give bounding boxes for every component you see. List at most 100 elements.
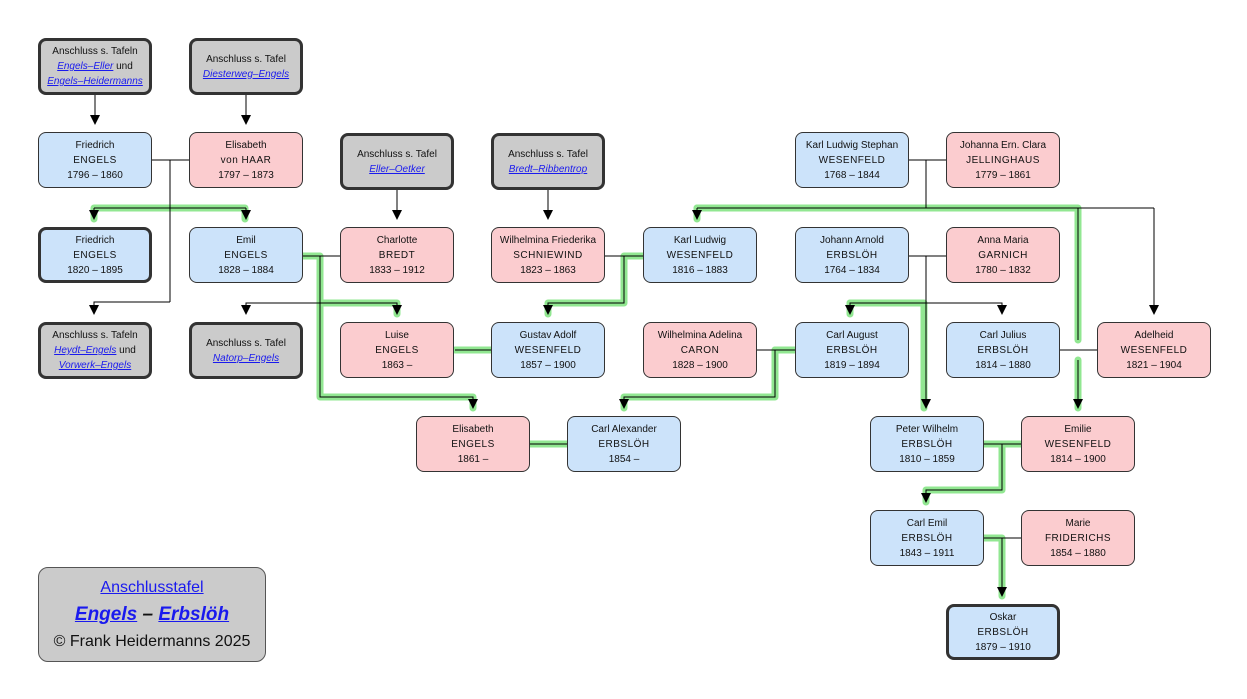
- link-engels-eller[interactable]: Engels–Eller: [57, 61, 114, 72]
- legend-copyright: © Frank Heidermanns 2025: [53, 633, 251, 650]
- person-carl-august-erbsloeh: Carl August ERBSLÖH 1819 – 1894: [795, 322, 909, 378]
- person-johann-arnold-erbsloeh: Johann Arnold ERBSLÖH 1764 – 1834: [795, 227, 909, 283]
- life-dates: 1810 – 1859: [899, 453, 955, 465]
- life-dates: 1821 – 1904: [1126, 359, 1182, 371]
- given-name: Wilhelmina Adelina: [657, 329, 743, 341]
- given-name: Marie: [1065, 517, 1091, 529]
- and-text: und: [116, 61, 133, 72]
- given-name: Wilhelmina Friederika: [499, 234, 597, 246]
- given-name: Adelheid: [1134, 329, 1174, 341]
- link-vorwerk-engels[interactable]: Vorwerk–Engels: [58, 360, 132, 371]
- life-dates: 1816 – 1883: [672, 264, 728, 276]
- life-dates: 1857 – 1900: [520, 359, 576, 371]
- life-dates: 1797 – 1873: [218, 169, 274, 181]
- surname: GARNICH: [978, 249, 1028, 261]
- person-carl-julius-erbsloeh: Carl Julius ERBSLÖH 1814 – 1880: [946, 322, 1060, 378]
- reference-prefix: Anschluss s. Tafel: [206, 53, 286, 65]
- reference-prefix: Anschluss s. Tafeln: [52, 46, 138, 57]
- link-natorp-engels[interactable]: Natorp–Engels: [212, 352, 280, 364]
- life-dates: 1879 – 1910: [975, 641, 1031, 653]
- life-dates: 1768 – 1844: [824, 169, 880, 181]
- child-arrow: [320, 302, 402, 315]
- person-elisabeth-von-haar: Elisabeth von HAAR 1797 – 1873: [189, 132, 303, 188]
- legend-dash: –: [142, 604, 154, 625]
- link-bredt-ribbentrop[interactable]: Bredt–Ribbentrop: [508, 163, 588, 175]
- surname: ERBSLÖH: [826, 344, 878, 356]
- person-luise-engels: Luise ENGELS 1863 –: [340, 322, 454, 378]
- person-emil-engels: Emil ENGELS 1828 – 1884: [189, 227, 303, 283]
- reference-prefix: Anschluss s. Tafeln: [52, 330, 138, 341]
- given-name: Oskar: [989, 611, 1017, 623]
- surname: WESENFELD: [514, 344, 582, 356]
- life-dates: 1833 – 1912: [369, 264, 425, 276]
- given-name: Johann Arnold: [820, 234, 884, 246]
- life-dates: 1861 –: [457, 453, 489, 465]
- given-name: Karl Ludwig: [673, 234, 727, 246]
- given-name: Carl August: [826, 329, 878, 341]
- surname: WESENFELD: [1044, 438, 1112, 450]
- person-karl-ludwig-stephan-wesenfeld: Karl Ludwig Stephan WESENFELD 1768 – 184…: [795, 132, 909, 188]
- life-dates: 1779 – 1861: [975, 169, 1031, 181]
- child-arrow: [89, 301, 170, 315]
- and-text: und: [119, 345, 136, 356]
- link-eller-oetker[interactable]: Eller–Oetker: [369, 163, 425, 175]
- life-dates: 1819 – 1894: [824, 359, 880, 371]
- surname: ENGELS: [375, 344, 419, 356]
- given-name: Luise: [385, 329, 409, 341]
- surname: ENGELS: [224, 249, 268, 261]
- person-adelheid-wesenfeld: Adelheid WESENFELD 1821 – 1904: [1097, 322, 1211, 378]
- person-elisabeth-engels-1861: Elisabeth ENGELS 1861 –: [416, 416, 530, 472]
- person-oskar-erbsloeh: Oskar ERBSLÖH 1879 – 1910: [946, 604, 1060, 660]
- given-name: Anna Maria: [977, 234, 1029, 246]
- legend-link-erbsloeh[interactable]: Erbslöh: [158, 604, 230, 625]
- child-arrow: [845, 302, 926, 315]
- surname: SCHNIEWIND: [513, 249, 583, 261]
- person-carl-alexander-erbsloeh: Carl Alexander ERBSLÖH 1854 –: [567, 416, 681, 472]
- surname: FRIDERICHS: [1044, 532, 1112, 544]
- given-name: Carl Emil: [906, 517, 948, 529]
- life-dates: 1863 –: [381, 359, 413, 371]
- reference-box-engels-eller: Anschluss s. Tafeln Engels–Eller und Eng…: [38, 38, 152, 95]
- person-johanna-jellinghaus: Johanna Ern. Clara JELLINGHAUS 1779 – 18…: [946, 132, 1060, 188]
- reference-box-heydt: Anschluss s. Tafeln Heydt–Engels und Vor…: [38, 322, 152, 379]
- person-emilie-wesenfeld: Emilie WESENFELD 1814 – 1900: [1021, 416, 1135, 472]
- child-arrow: [241, 302, 320, 315]
- link-engels-heidermanns[interactable]: Engels–Heidermanns: [47, 76, 143, 87]
- given-name: Emilie: [1064, 423, 1092, 435]
- person-wilhelmina-caron: Wilhelmina Adelina CARON 1828 – 1900: [643, 322, 757, 378]
- life-dates: 1820 – 1895: [67, 264, 123, 276]
- link-diesterweg-engels[interactable]: Diesterweg–Engels: [202, 68, 290, 80]
- surname: ENGELS: [451, 438, 495, 450]
- surname: ERBSLÖH: [901, 438, 953, 450]
- person-wilhelmina-schniewind: Wilhelmina Friederika SCHNIEWIND 1823 – …: [491, 227, 605, 283]
- person-karl-ludwig-wesenfeld: Karl Ludwig WESENFELD 1816 – 1883: [643, 227, 757, 283]
- life-dates: 1854 –: [608, 453, 640, 465]
- legend-box: Anschlusstafel Engels – Erbslöh © Frank …: [38, 567, 266, 662]
- person-anna-maria-garnich: Anna Maria GARNICH 1780 – 1832: [946, 227, 1060, 283]
- child-arrow: [926, 302, 1007, 315]
- life-dates: 1823 – 1863: [520, 264, 576, 276]
- surname: ERBSLÖH: [977, 626, 1029, 638]
- life-dates: 1854 – 1880: [1050, 547, 1106, 559]
- surname: BREDT: [378, 249, 416, 261]
- person-friedrich-engels-1820: Friedrich ENGELS 1820 – 1895: [38, 227, 152, 283]
- legend-link-engels[interactable]: Engels: [74, 604, 138, 625]
- given-name: Charlotte: [376, 234, 418, 246]
- life-dates: 1843 – 1911: [899, 547, 955, 559]
- given-name: Carl Alexander: [591, 423, 657, 435]
- link-heydt-engels[interactable]: Heydt–Engels: [54, 345, 117, 356]
- legend-title-link[interactable]: Anschlusstafel: [100, 579, 204, 596]
- surname: ERBSLÖH: [598, 438, 650, 450]
- life-dates: 1780 – 1832: [975, 264, 1031, 276]
- given-name: Johanna Ern. Clara: [959, 139, 1047, 151]
- surname: WESENFELD: [666, 249, 734, 261]
- life-dates: 1828 – 1900: [672, 359, 728, 371]
- person-gustav-adolf-wesenfeld: Gustav Adolf WESENFELD 1857 – 1900: [491, 322, 605, 378]
- reference-box-diesterweg: Anschluss s. Tafel Diesterweg–Engels: [189, 38, 303, 95]
- life-dates: 1796 – 1860: [67, 169, 123, 181]
- surname: ENGELS: [73, 154, 117, 166]
- given-name: Karl Ludwig Stephan: [805, 139, 899, 151]
- given-name: Carl Julius: [979, 329, 1027, 341]
- highlight-path: [90, 204, 249, 223]
- highlight-path: [980, 534, 1006, 600]
